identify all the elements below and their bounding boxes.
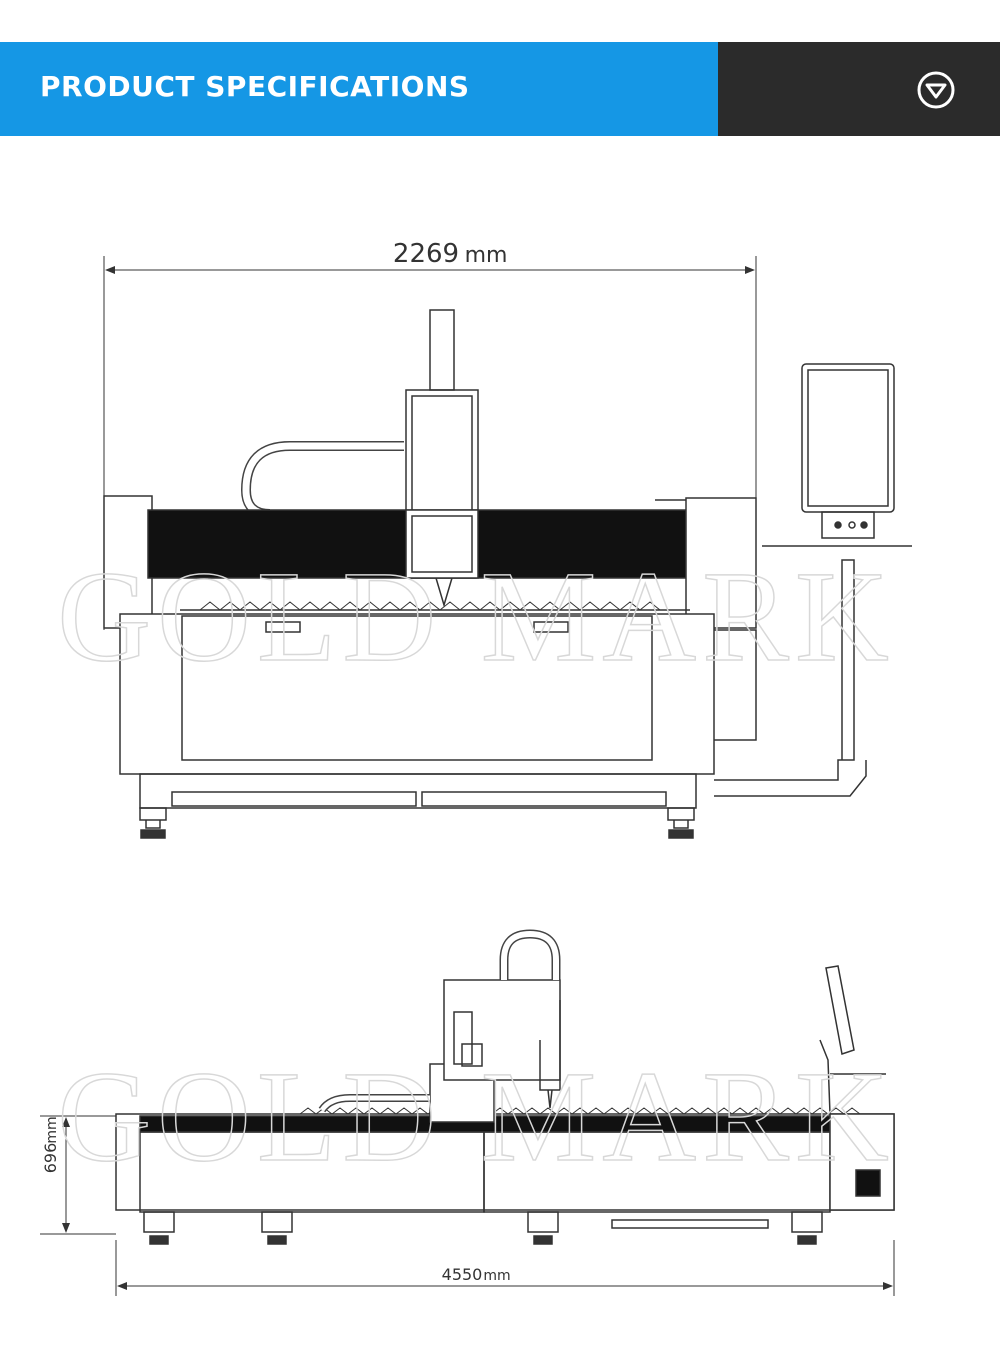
side-height-value: 696 xyxy=(41,1143,60,1174)
header-blue-band xyxy=(0,42,718,136)
front-view xyxy=(103,256,912,839)
chevron-down-circle-icon[interactable] xyxy=(916,70,956,110)
side-length-unit: mm xyxy=(483,1268,510,1284)
front-width-value: 2269 xyxy=(393,239,459,269)
side-height-unit: mm xyxy=(44,1116,60,1143)
front-watermark: GOLD MARK xyxy=(57,545,895,689)
front-width-unit: mm xyxy=(465,243,508,268)
section-title: PRODUCT SPECIFICATIONS xyxy=(40,70,470,103)
side-watermark: GOLD MARK xyxy=(57,1045,895,1189)
side-view xyxy=(40,929,895,1296)
side-length-value: 4550 xyxy=(442,1265,483,1284)
